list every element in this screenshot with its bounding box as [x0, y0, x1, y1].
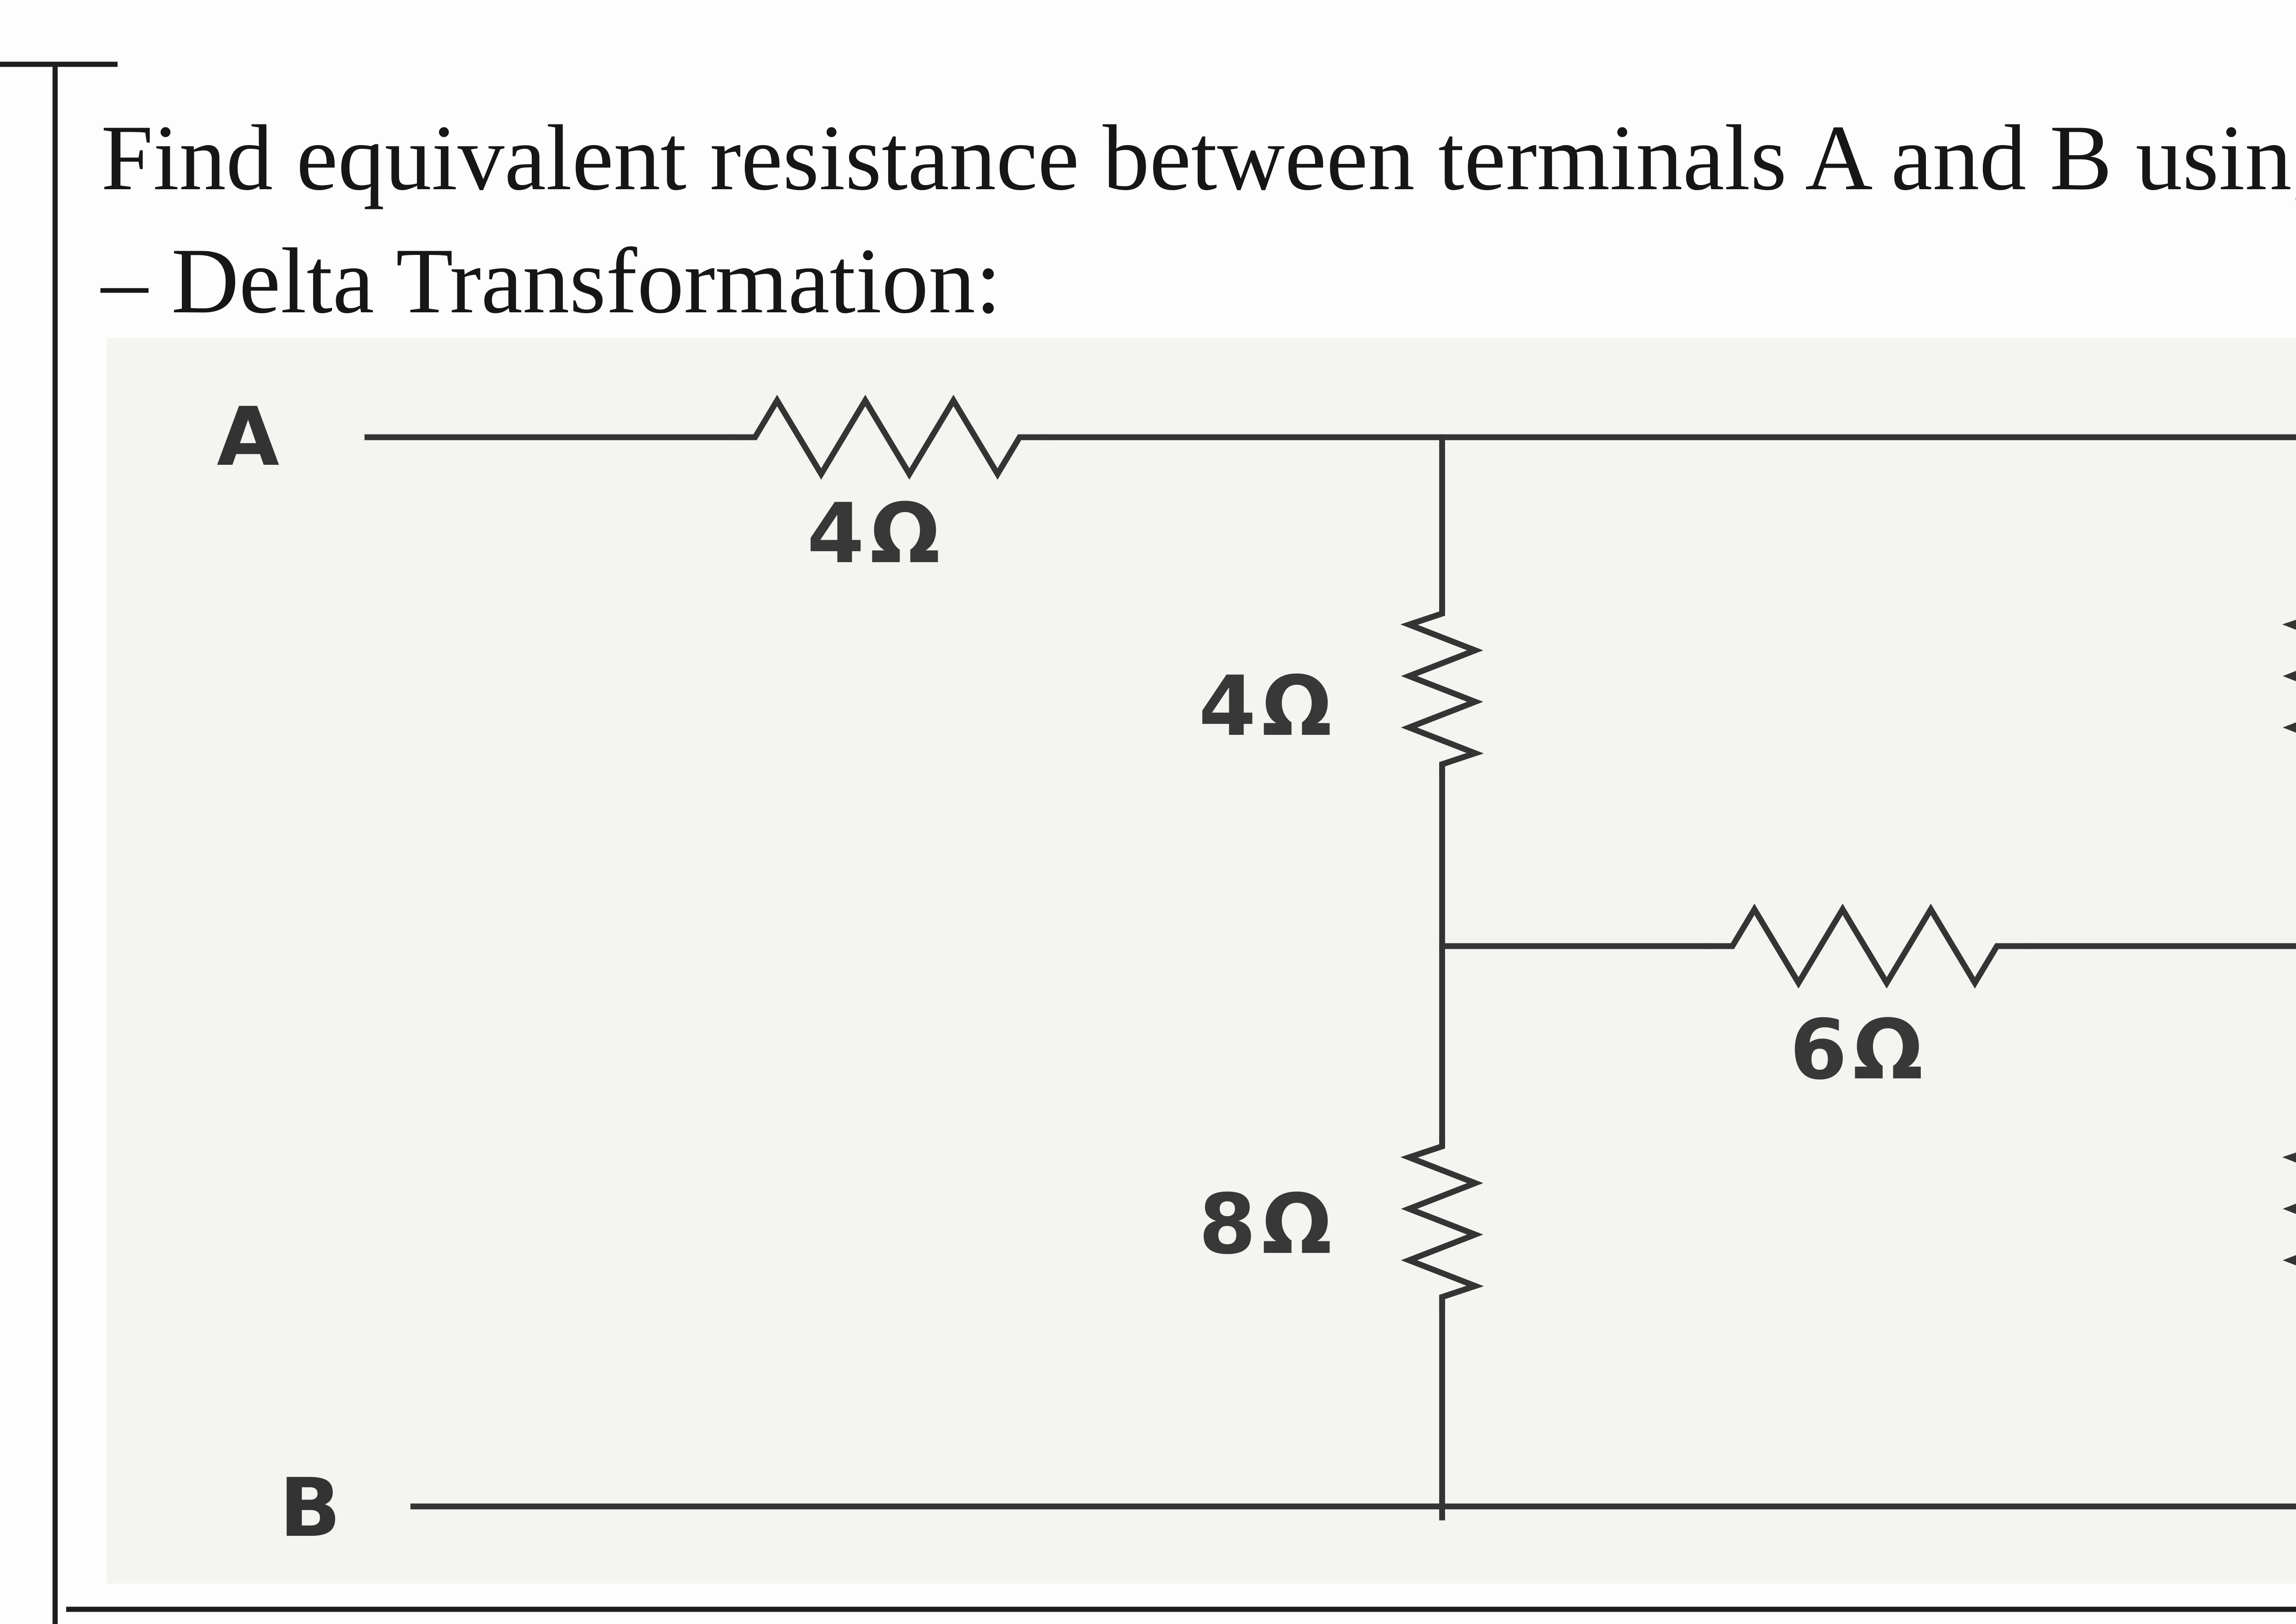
resistor-left-lower-icon: [1400, 1136, 1484, 1308]
resistor-series-top-icon: [732, 395, 1050, 480]
resistor-left-upper-icon: [1400, 603, 1484, 775]
resistor-labels: 4Ω 4Ω 8Ω 8Ω 4Ω 6Ω: [807, 486, 1929, 1273]
label-resistor-middle-bridge: 6Ω: [1790, 1002, 1929, 1098]
label-resistor-series-top: 4Ω: [807, 486, 945, 582]
figure-background: [107, 338, 2296, 1584]
question-line-1: Find equivalent resistance between termi…: [101, 106, 2296, 210]
resistor-symbols: [732, 395, 2296, 1308]
label-resistor-left-upper: 4Ω: [1199, 659, 1337, 755]
resistor-middle-bridge-icon: [1705, 903, 2033, 989]
terminal-a-label: A: [217, 390, 279, 484]
question-line-2: – Delta Transformation:: [100, 229, 1002, 333]
terminal-b-label: B: [279, 1461, 341, 1555]
wires: [364, 434, 2296, 1521]
label-resistor-left-lower: 8Ω: [1199, 1177, 1337, 1273]
